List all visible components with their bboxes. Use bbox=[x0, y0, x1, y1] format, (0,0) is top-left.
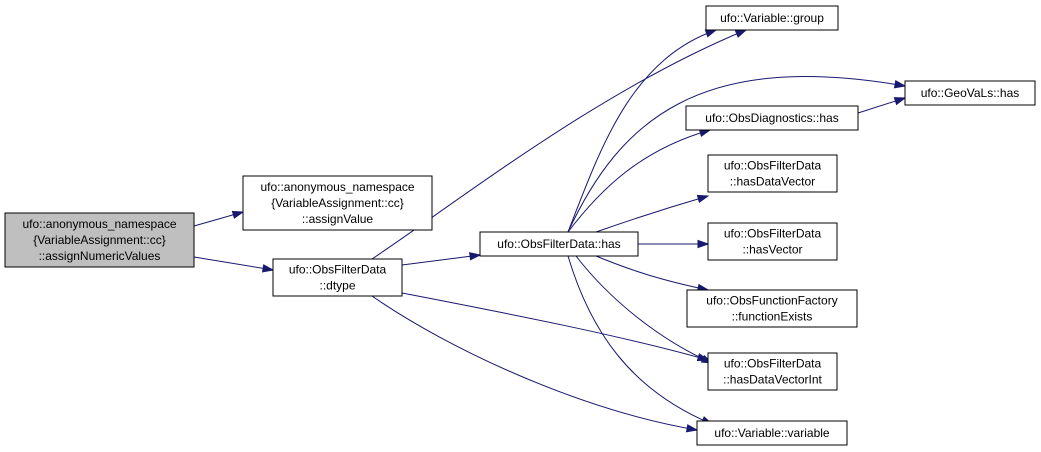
node-box bbox=[4, 212, 195, 268]
node-label-line: ufo::ObsFilterData bbox=[724, 159, 822, 173]
node-box bbox=[696, 420, 848, 446]
edge-line bbox=[575, 255, 713, 364]
edge-line bbox=[567, 255, 713, 425]
arrow-head-icon bbox=[231, 210, 245, 219]
node-dtype[interactable]: ufo::ObsFilterData::dtype bbox=[272, 258, 403, 297]
node-label-line: ::hasVector bbox=[742, 243, 802, 257]
node-label-line: ufo::ObsFunctionFactory bbox=[706, 294, 837, 308]
edge-dtype-to-hdvi bbox=[401, 292, 710, 362]
arrow-head-icon bbox=[696, 194, 710, 203]
node-hv[interactable]: ufo::ObsFilterData::hasVector bbox=[707, 222, 838, 261]
node-box bbox=[904, 80, 1036, 106]
node-label-line: ufo::anonymous_namespace bbox=[260, 180, 414, 194]
node-box bbox=[272, 258, 403, 297]
node-label-line: ::dtype bbox=[319, 279, 355, 293]
node-label-line: ::assignValue bbox=[302, 212, 373, 226]
edge-diag-to-geovals bbox=[857, 97, 907, 114]
node-label-line: ::hasDataVector bbox=[730, 175, 815, 189]
edge-line bbox=[371, 295, 698, 431]
node-label-line: ufo::Variable::group bbox=[720, 11, 824, 25]
edge-line bbox=[401, 254, 481, 266]
edge-root-to-dtype bbox=[193, 256, 275, 273]
node-label-line: ufo::ObsFilterData bbox=[289, 263, 387, 277]
edge-line bbox=[567, 76, 906, 233]
edge-has-to-hv bbox=[638, 239, 710, 249]
node-diag[interactable]: ufo::ObsDiagnostics::has bbox=[685, 105, 859, 131]
arrow-head-icon bbox=[893, 80, 907, 89]
edge-dtype-to-has bbox=[401, 252, 482, 266]
node-box bbox=[686, 289, 858, 328]
node-box bbox=[242, 175, 433, 231]
node-label-line: ufo::anonymous_namespace bbox=[22, 217, 176, 231]
node-label-line: ufo::GeoVaLs::has bbox=[921, 86, 1020, 100]
node-label-line: ufo::ObsFilterData::has bbox=[497, 237, 620, 251]
node-box bbox=[707, 352, 838, 391]
node-var[interactable]: ufo::Variable::variable bbox=[696, 420, 848, 446]
node-label-line: ufo::ObsDiagnostics::has bbox=[705, 111, 838, 125]
node-label-line: ::hasDataVectorInt bbox=[723, 373, 822, 387]
node-label-line: {VariableAssignment::cc} bbox=[33, 233, 166, 247]
edge-line bbox=[193, 256, 274, 271]
node-assignValue[interactable]: ufo::anonymous_namespace{VariableAssignm… bbox=[242, 175, 433, 231]
node-label-line: ufo::ObsFilterData bbox=[724, 357, 822, 371]
arrow-head-icon bbox=[685, 424, 699, 433]
node-hdvi[interactable]: ufo::ObsFilterData::hasDataVectorInt bbox=[707, 352, 838, 391]
node-box bbox=[707, 222, 838, 261]
arrow-head-icon bbox=[734, 29, 748, 38]
node-hdv[interactable]: ufo::ObsFilterData::hasDataVector bbox=[707, 154, 838, 193]
edge-dtype-to-var bbox=[371, 295, 699, 433]
edge-line bbox=[595, 195, 709, 233]
arrow-head-icon bbox=[469, 252, 482, 261]
function-nodes: ufo::anonymous_namespace{VariableAssignm… bbox=[4, 5, 1036, 446]
edge-line bbox=[567, 129, 711, 233]
edge-line bbox=[595, 255, 709, 291]
edge-root-to-assignValue bbox=[193, 210, 245, 227]
edge-has-to-fe bbox=[595, 255, 710, 292]
arrow-head-icon bbox=[704, 29, 718, 38]
edge-line bbox=[371, 29, 747, 260]
edge-line bbox=[401, 292, 709, 361]
node-group[interactable]: ufo::Variable::group bbox=[705, 5, 839, 31]
edge-has-to-hdv bbox=[595, 194, 710, 233]
node-label-line: {VariableAssignment::cc} bbox=[271, 196, 404, 210]
node-label-line: ufo::Variable::variable bbox=[714, 426, 830, 440]
edge-has-to-geovals bbox=[567, 76, 907, 233]
node-label-line: ::assignNumericValues bbox=[39, 249, 161, 263]
node-fe[interactable]: ufo::ObsFunctionFactory::functionExists bbox=[686, 289, 858, 328]
edge-has-to-group bbox=[567, 29, 718, 233]
arrow-head-icon bbox=[697, 239, 710, 249]
node-box bbox=[685, 105, 859, 131]
edge-has-to-diag bbox=[567, 128, 712, 233]
node-box bbox=[705, 5, 839, 31]
edge-has-to-var bbox=[567, 255, 714, 425]
call-edges bbox=[193, 29, 907, 433]
node-geovals[interactable]: ufo::GeoVaLs::has bbox=[904, 80, 1036, 106]
arrow-head-icon bbox=[261, 264, 275, 273]
node-label-line: ::functionExists bbox=[732, 310, 813, 324]
arrow-head-icon bbox=[893, 97, 907, 106]
node-box bbox=[707, 154, 838, 193]
node-root[interactable]: ufo::anonymous_namespace{VariableAssignm… bbox=[4, 212, 195, 268]
edge-line bbox=[567, 29, 717, 233]
node-box bbox=[479, 231, 639, 257]
node-label-line: ufo::ObsFilterData bbox=[724, 227, 822, 241]
node-has[interactable]: ufo::ObsFilterData::has bbox=[479, 231, 639, 257]
